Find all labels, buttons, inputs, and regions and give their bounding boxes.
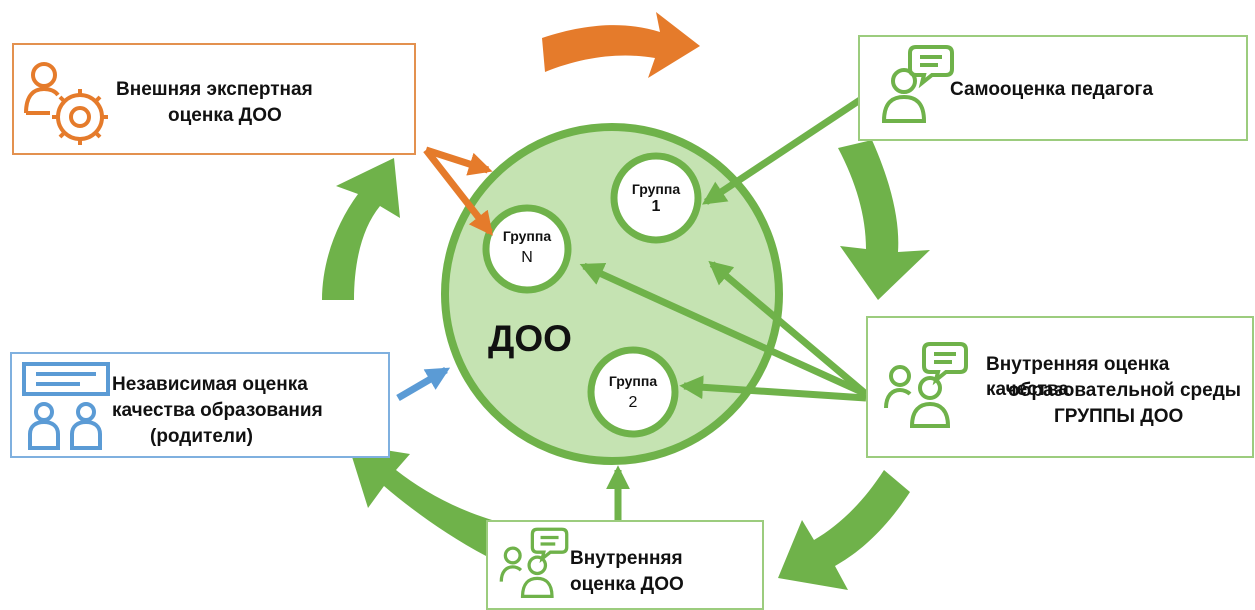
arrow-env-to-center (708, 260, 869, 397)
group-1-label: Группа 1 (616, 180, 696, 216)
node-independent-assessment: Независимая оценка качества образования … (10, 352, 390, 458)
env-line-3: ГРУППЫ ДОО (1054, 406, 1184, 427)
cycle-arrow-bottom-left (348, 444, 506, 556)
arrow-self-to-group-1 (702, 97, 862, 205)
group-1-circle (610, 152, 702, 244)
node-external-assessment: Внешняя экспертная оценка ДОО (12, 43, 416, 155)
group-n-label: Группа N (487, 227, 567, 267)
group-1-title: Группа (631, 181, 681, 197)
group-n-circle (482, 204, 572, 294)
center-label: ДОО (488, 318, 572, 359)
presentation-users-icon (22, 362, 110, 450)
self-line-1: Самооценка педагога (950, 79, 1154, 100)
group-speech-icon (884, 342, 968, 428)
node-self-assessment: Самооценка педагога (858, 35, 1248, 141)
env-line-1: Внутренняя оценка качества (986, 354, 1170, 400)
user-speech-icon (881, 45, 954, 123)
node-internal-env-assessment: Внутренняя оценка качества образовательн… (866, 316, 1254, 458)
independent-line-1: Независимая оценка (112, 374, 308, 395)
arrow-parents-to-circle (396, 366, 451, 402)
group-speech-icon (499, 527, 569, 598)
group-2-circle (587, 346, 679, 438)
group-2-label: Группа 2 (593, 372, 673, 412)
arrow-external-to-circle (424, 146, 493, 176)
cycle-arrow-right-upper (838, 140, 930, 300)
internal-line-1: Внутренняя (570, 548, 683, 569)
group-2-number: 2 (628, 394, 638, 411)
env-line-2: образовательной среды (1008, 380, 1242, 401)
cycle-arrow-top (542, 12, 700, 78)
arrow-env-to-group-2 (679, 375, 867, 402)
user-gear-icon (24, 62, 108, 145)
group-2-title: Группа (608, 373, 658, 389)
group-1-number: 1 (651, 198, 661, 215)
node-internal-assessment: Внутренняя оценка ДОО (486, 520, 764, 610)
external-line-1: Внешняя экспертная (116, 79, 313, 100)
independent-line-2: качества образования (112, 400, 323, 421)
arrow-external-to-group-n (423, 147, 493, 236)
cycle-arrow-right-lower (778, 470, 910, 590)
group-n-number: N (521, 249, 533, 266)
external-line-2: оценка ДОО (168, 105, 282, 126)
arrow-env-to-group-n (579, 262, 868, 398)
cycle-arrow-left (322, 158, 400, 300)
independent-line-3: (родители) (150, 426, 253, 447)
internal-line-2: оценка ДОО (570, 574, 684, 595)
group-n-title: Группа (502, 228, 552, 244)
